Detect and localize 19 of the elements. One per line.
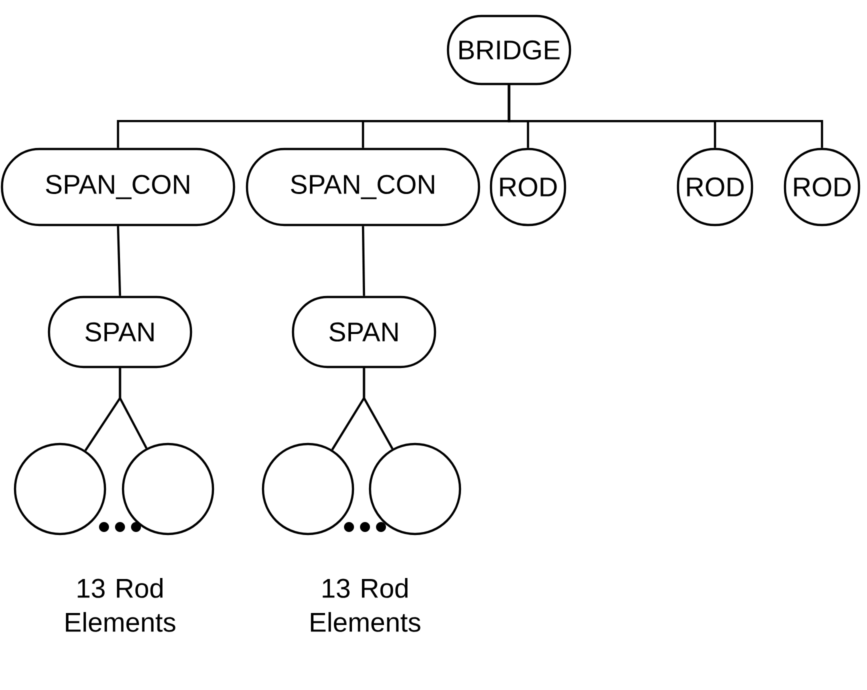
connector-line xyxy=(118,368,148,449)
circle xyxy=(122,442,214,536)
connector-line xyxy=(508,85,824,148)
rounded-box: SPAN_CON xyxy=(246,148,480,226)
circle xyxy=(262,442,354,536)
circle xyxy=(368,442,462,536)
rounded-box: SPAN_CON xyxy=(0,148,236,226)
rounded-box: ROD xyxy=(676,148,754,226)
rounded-box: ROD xyxy=(490,148,566,226)
rounded-box: SPAN xyxy=(292,296,436,368)
rounded-box: ROD xyxy=(784,148,860,226)
connector-line xyxy=(116,226,122,296)
connector-line xyxy=(362,226,366,296)
caption-text: 13 Rod Elements xyxy=(310,578,420,632)
circle xyxy=(14,442,106,536)
rounded-box: SPAN xyxy=(48,296,192,368)
connector-line xyxy=(362,368,394,450)
caption-text: 13 Rod Elements xyxy=(66,578,176,632)
rounded-box: BRIDGE xyxy=(446,14,572,86)
